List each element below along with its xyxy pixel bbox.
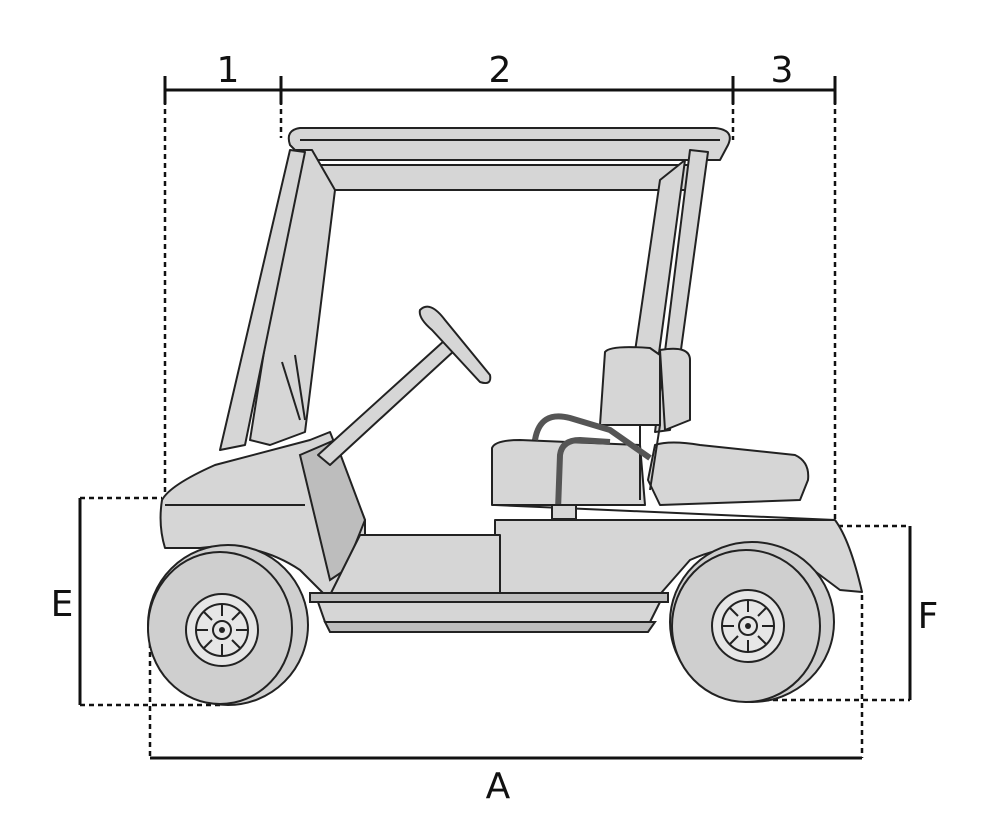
front-wheel [147,544,309,706]
steering-wheel [317,305,492,466]
label-seg2: 2 [489,50,512,91]
rear-height-dimension [755,524,912,702]
top-dimension-lines [163,76,837,520]
label-seg1: 1 [217,50,240,91]
seat [491,346,810,506]
cart-body [159,431,863,601]
label-overall-length: A [486,766,511,807]
cart-roof [287,127,731,191]
label-front-height: E [51,584,74,625]
label-rear-height: F [918,596,939,637]
front-height-dimension [78,496,222,707]
front-roof-support [219,149,336,451]
running-board [309,534,669,633]
label-seg3: 3 [771,50,794,91]
hip-restraint [532,413,652,520]
rear-wheel [669,541,835,703]
